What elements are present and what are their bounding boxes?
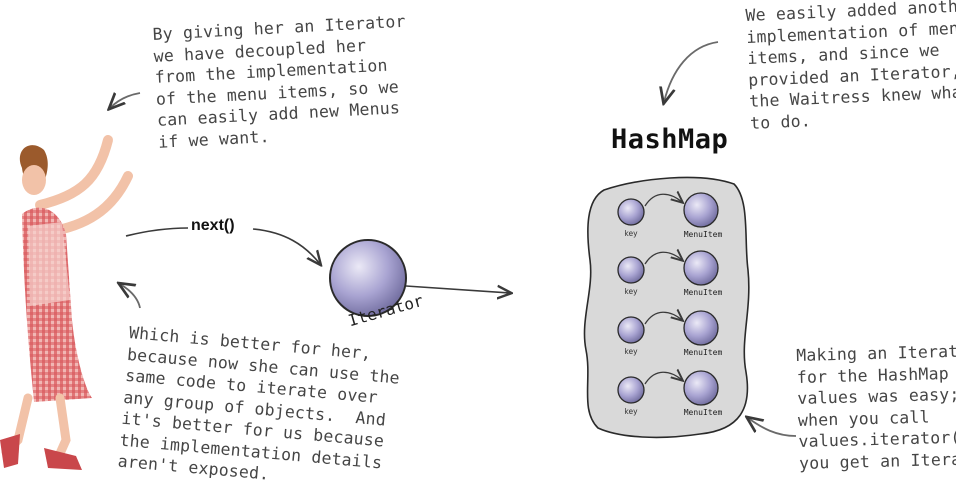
next-arrow (252, 228, 320, 264)
note-new-implementation: We easily added another implementation o… (745, 0, 956, 133)
menuitem-label: MenuItem (684, 288, 723, 297)
menuitem-sphere (683, 250, 719, 286)
key-sphere (617, 198, 645, 226)
note-top-arrow (110, 92, 141, 108)
menuitem-label: MenuItem (684, 348, 723, 357)
hashmap-title: HashMap (611, 124, 729, 155)
key-sphere (617, 256, 645, 284)
iterator-sphere (329, 239, 407, 317)
entry-arrow (644, 312, 682, 325)
iterator-to-hashmap-arrow (405, 286, 510, 293)
entry-arrow (644, 194, 682, 207)
note-decoupling: By giving her an Iterator we have decoup… (152, 11, 407, 152)
menuitem-label: MenuItem (684, 408, 723, 417)
note-right-arrow (664, 41, 719, 102)
menuitem-label: MenuItem (684, 230, 723, 239)
key-sphere (617, 316, 645, 344)
waitress-figure (0, 135, 133, 470)
next-call-label: next() (191, 217, 235, 234)
note-hashmap-iterator: Making an Iterator for the HashMap value… (796, 341, 956, 473)
note-br-arrow (748, 418, 797, 437)
key-label: key (624, 287, 638, 296)
note-better-for-her: Which is better for her, because now she… (117, 322, 401, 484)
entry-arrow (644, 372, 682, 385)
key-label: key (624, 407, 638, 416)
entry-arrow (644, 252, 682, 265)
note-bottom-arrow (120, 284, 141, 309)
menuitem-sphere (683, 310, 719, 346)
hashmap-blob (583, 176, 750, 439)
menuitem-sphere (683, 370, 719, 406)
call-line (125, 227, 189, 237)
key-label: key (624, 229, 638, 238)
menuitem-sphere (683, 192, 719, 228)
key-label: key (624, 347, 638, 356)
key-sphere (617, 376, 645, 404)
